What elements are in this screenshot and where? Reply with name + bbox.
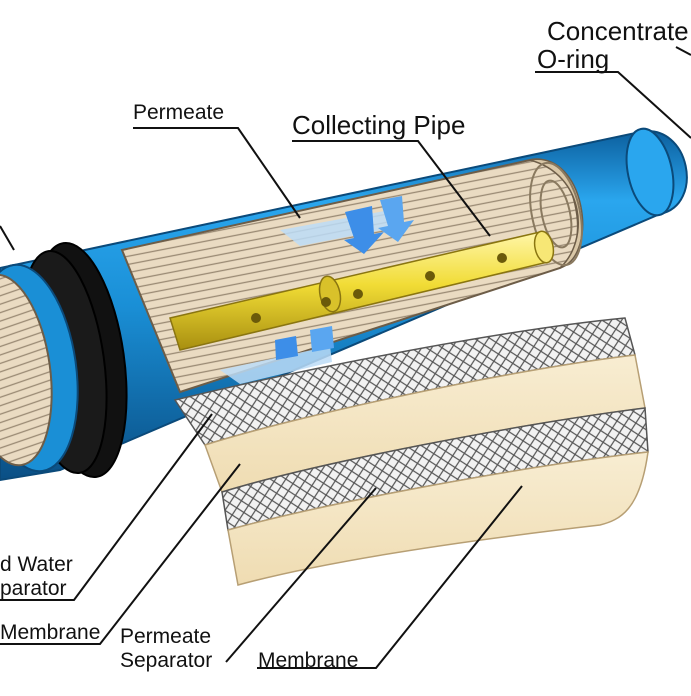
leader-feed-water <box>0 413 213 601</box>
label-concentrate: Concentrate <box>547 16 689 46</box>
peeled-sheets <box>173 317 649 586</box>
leader-left-stub <box>0 225 15 251</box>
leader-lines <box>0 46 691 669</box>
label-feed-water-separator-line2: parator <box>0 577 67 600</box>
leader-oring <box>535 71 691 139</box>
label-oring: O-ring <box>537 44 610 74</box>
label-feed-water-separator-line1: d Water <box>0 553 73 576</box>
label-permeate-separator-line1: Permeate <box>120 625 212 648</box>
label-collecting-pipe: Collecting Pipe <box>292 110 466 140</box>
leader-permeate-separator <box>225 487 377 663</box>
permeate-flow-arrows <box>220 196 414 384</box>
leader-concentrate <box>675 46 691 56</box>
left-end-cap <box>0 241 128 479</box>
label-permeate-separator-line2: Separator <box>120 649 213 672</box>
label-membrane-right: Membrane <box>258 649 359 672</box>
leader-permeate <box>133 127 301 219</box>
leader-membrane-left <box>0 463 241 645</box>
leader-membrane-right <box>257 485 523 669</box>
label-permeate: Permeate <box>133 101 225 124</box>
leader-collecting-pipe <box>292 140 491 237</box>
collecting-pipe <box>169 230 555 351</box>
label-membrane-left: Membrane <box>0 621 101 644</box>
